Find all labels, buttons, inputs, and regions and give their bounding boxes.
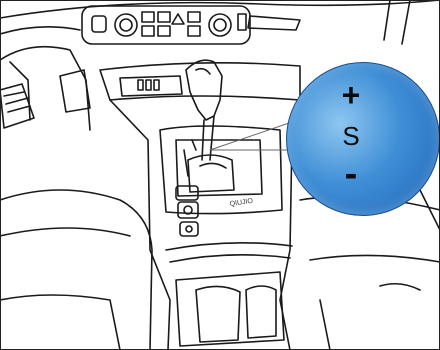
sport-mode-label: S (275, 123, 427, 149)
console-badge: QIUJIO (229, 198, 254, 208)
parking-brake-buttons (176, 186, 198, 236)
auto-hold-icon (180, 222, 198, 236)
right-hvac-knob-icon (209, 14, 231, 36)
gear-shift-lever (186, 60, 222, 160)
parking-brake-icon (178, 202, 198, 218)
left-hvac-knob-icon (115, 14, 137, 36)
hazard-icon (172, 14, 184, 24)
upshift-plus-label: + (275, 79, 427, 111)
downshift-minus-label: - (275, 155, 427, 193)
usb-port-icon (138, 80, 159, 90)
shift-mode-callout: + S - (286, 62, 440, 216)
climate-control-panel (82, 6, 250, 44)
pedals (0, 70, 90, 128)
